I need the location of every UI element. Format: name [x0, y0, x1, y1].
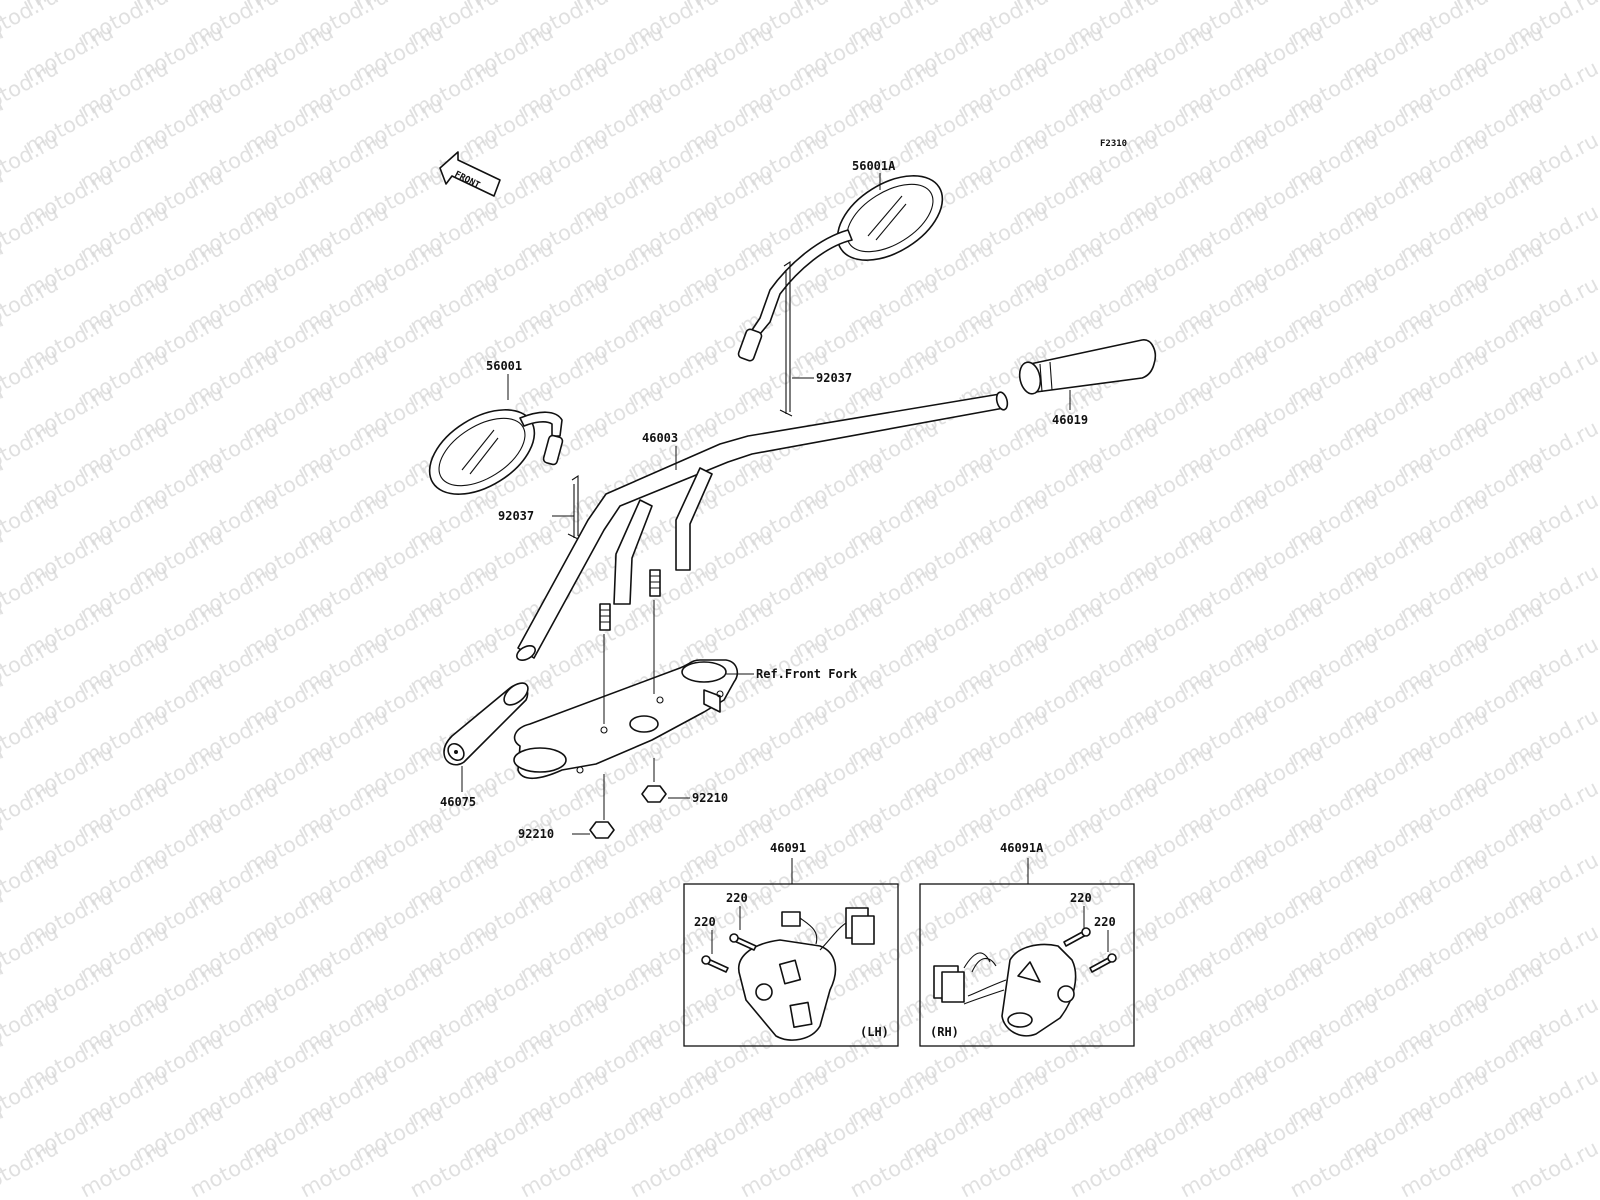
watermark-text: motod.ru: [0, 56, 62, 122]
watermark-text: motod.ru: [0, 272, 62, 338]
watermark-text: motod.ru: [76, 1136, 172, 1200]
watermark-text: motod.ru: [0, 128, 62, 194]
watermark-text: motod.ru: [0, 992, 62, 1058]
watermark-text: motod.ru: [0, 848, 62, 914]
watermark-text: motod.ru: [0, 200, 62, 266]
watermark-text: motod.ru: [0, 704, 62, 770]
watermark-text: motod.ru: [846, 1136, 942, 1200]
watermark-text: motod.ru: [1176, 1136, 1272, 1200]
box-lh-label: (LH): [860, 1025, 889, 1039]
watermark-text: motod.ru: [0, 1136, 62, 1200]
switch-lh-box: [683, 883, 899, 1047]
watermark-text: motod.ru: [0, 560, 62, 626]
switch-rh-box: [919, 883, 1135, 1047]
watermark-text: motod.ru: [956, 1136, 1052, 1200]
grip-right: [1018, 339, 1157, 395]
label-220-rh-a: 220: [1070, 891, 1092, 905]
label-46003: 46003: [642, 431, 678, 445]
cotter-pin-right-icon: [779, 260, 793, 417]
watermark-text: motod.ru: [1066, 1136, 1162, 1200]
label-220-lh-a: 220: [726, 891, 748, 905]
watermark-text: motod.ru: [0, 416, 62, 482]
switch-housing-lh: [738, 907, 875, 1041]
label-92210-right: 92210: [692, 791, 728, 805]
label-92210-left: 92210: [518, 827, 554, 841]
label-220-lh-b: 220: [694, 915, 716, 929]
label-92037-right: 92037: [816, 371, 852, 385]
watermark-text: motod.ru: [736, 1136, 832, 1200]
watermark-text: motod.ru: [406, 1136, 502, 1200]
watermark-text: motod.ru: [0, 776, 62, 842]
watermark-text: motod.ru: [186, 1136, 282, 1200]
mirror-right: [737, 175, 944, 362]
grip-left: [443, 682, 529, 766]
nut-right-icon: [641, 785, 667, 803]
nut-left-icon: [589, 821, 615, 839]
box-rh-label: (RH): [930, 1025, 959, 1039]
label-92037-left: 92037: [498, 509, 534, 523]
screw-rh-a-icon: [1063, 927, 1091, 947]
label-ref-front-fork: Ref.Front Fork: [756, 667, 858, 681]
label-56001: 56001: [486, 359, 522, 373]
watermark-text: motod.ru: [1506, 1136, 1600, 1200]
label-46019: 46019: [1052, 413, 1088, 427]
handlebar: [516, 391, 1009, 662]
watermark-text: motod.ru: [0, 920, 62, 986]
label-220-rh-b: 220: [1094, 915, 1116, 929]
watermark-text: motod.ru: [0, 0, 62, 50]
mirror-left: [428, 409, 564, 495]
watermark-text: motod.ru: [296, 1136, 392, 1200]
screw-lh-a-icon: [729, 933, 757, 951]
watermark-text: motod.ru: [0, 632, 62, 698]
label-46075: 46075: [440, 795, 476, 809]
figure-code: F2310: [1100, 139, 1127, 149]
watermark-text: motod.ru: [626, 1136, 722, 1200]
screw-lh-b-icon: [701, 955, 729, 973]
upper-bracket: [513, 659, 739, 780]
watermark-text: motod.ru: [0, 344, 62, 410]
label-46091A: 46091A: [1000, 841, 1044, 855]
screw-rh-b-icon: [1089, 953, 1117, 973]
watermark-text: motod.ru: [0, 1064, 62, 1130]
switch-housing-rh: [933, 943, 1077, 1037]
label-46091: 46091: [770, 841, 806, 855]
watermark-text: motod.ru: [516, 1136, 612, 1200]
label-56001A: 56001A: [852, 159, 896, 173]
watermark-text: motod.ru: [1396, 1136, 1492, 1200]
watermark-text: motod.ru: [1286, 1136, 1382, 1200]
watermark-text: motod.ru: [0, 488, 62, 554]
